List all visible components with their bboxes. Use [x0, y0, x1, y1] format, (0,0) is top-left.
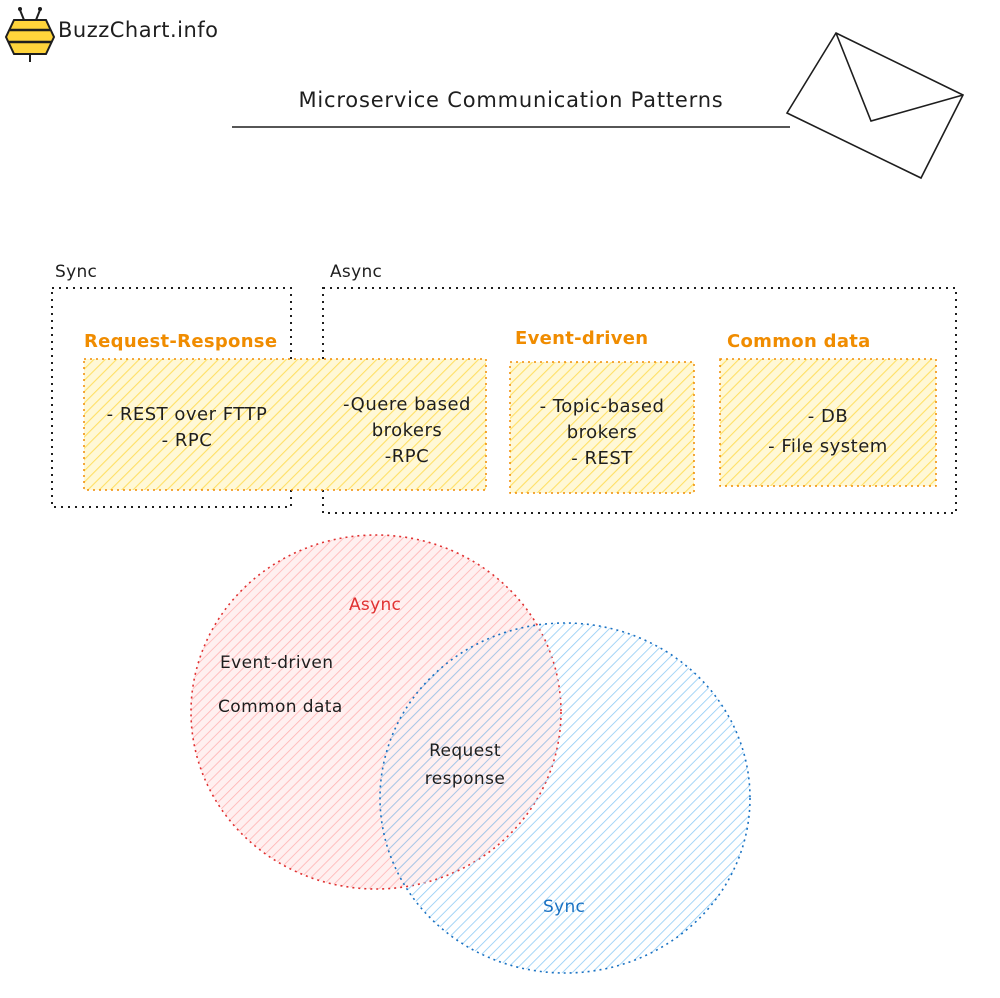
- group-label-async: Async: [330, 262, 383, 282]
- list-item: -RPC: [384, 446, 430, 467]
- venn-sync-circle: [379, 622, 751, 974]
- group-label-sync: Sync: [55, 262, 98, 282]
- list-item: - RPC: [161, 430, 213, 451]
- list-item: -Quere based: [343, 394, 471, 415]
- venn-label-sync: Sync: [543, 897, 586, 917]
- bee-icon: [4, 7, 56, 62]
- list-item: - REST: [571, 448, 633, 469]
- list-item: - Topic-based: [539, 396, 665, 417]
- list-item: brokers: [566, 422, 638, 443]
- list-item: - File system: [768, 436, 888, 457]
- venn-item-event-driven: Event-driven: [220, 653, 334, 673]
- venn-overlap-line: Request: [429, 741, 501, 761]
- brand-name: BuzzChart.info: [58, 18, 219, 42]
- page-title: Microservice Communication Patterns: [298, 88, 724, 112]
- common-data-box: [719, 358, 937, 487]
- category-label-event-driven: Event-driven: [515, 328, 649, 349]
- request-response-box: [83, 358, 487, 491]
- event-driven-items: - Topic-based brokers - REST: [512, 394, 692, 472]
- list-item: - REST over FTTP: [106, 404, 268, 425]
- request-response-items: - REST over FTTP - RPC: [72, 402, 302, 454]
- venn-overlap-items: Request response: [405, 737, 525, 793]
- sync-group-box: [51, 287, 292, 508]
- category-label-request-response: Request-Response: [84, 331, 278, 352]
- common-data-items: - DB - File system: [722, 402, 934, 462]
- venn-label-async: Async: [349, 595, 402, 615]
- queue-items: -Quere based brokers -RPC: [326, 392, 488, 470]
- venn-overlap-line: response: [424, 769, 506, 789]
- venn-item-common-data: Common data: [218, 697, 343, 717]
- event-driven-box: [509, 361, 695, 494]
- category-label-common-data: Common data: [727, 331, 871, 352]
- envelope-icon: [785, 31, 965, 180]
- list-item: brokers: [371, 420, 443, 441]
- list-item: - DB: [807, 406, 849, 427]
